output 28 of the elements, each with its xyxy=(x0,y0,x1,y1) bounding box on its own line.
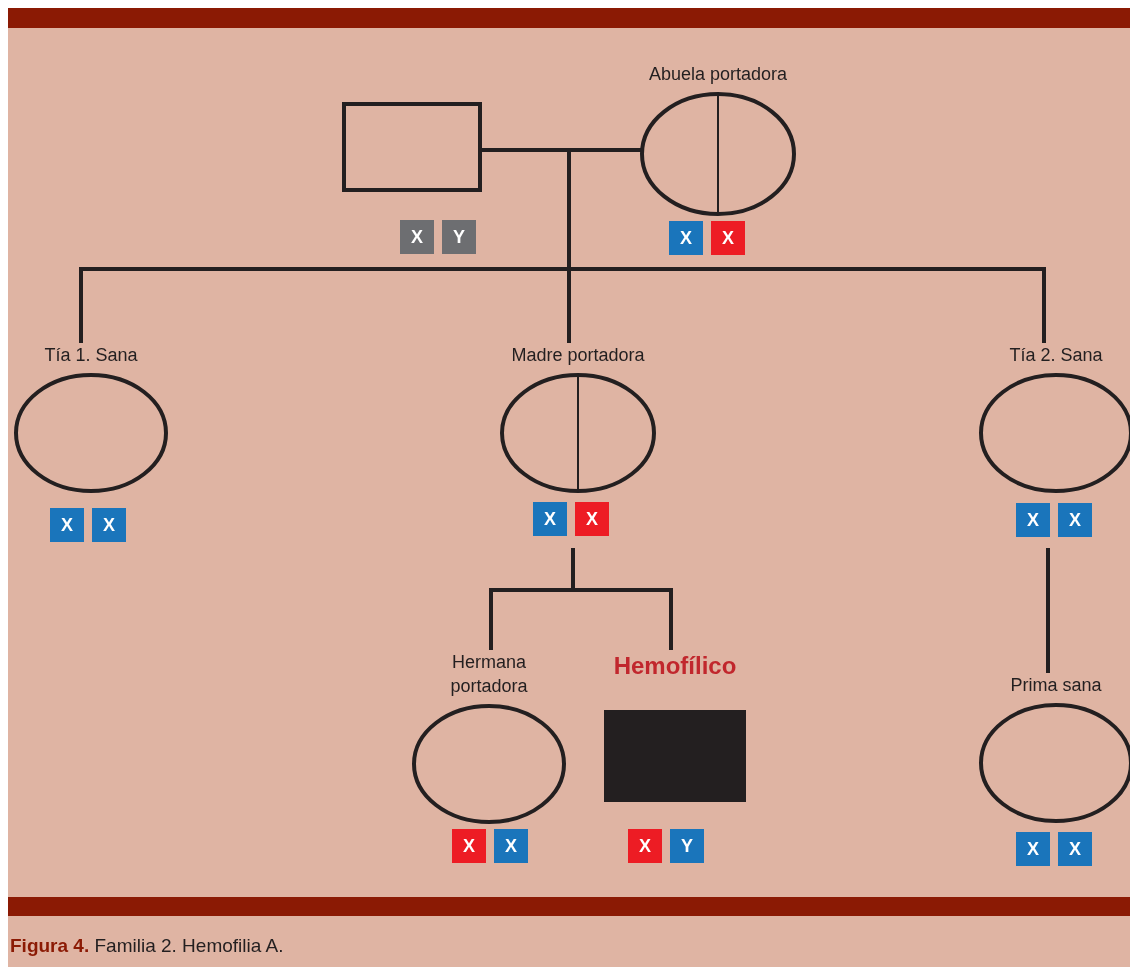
chromosome-tag: X xyxy=(494,829,528,863)
figure-caption: Figura 4. Familia 2. Hemofilia A. xyxy=(10,934,284,958)
person-label: Hermana portadora xyxy=(449,651,529,698)
person-label: Tía 2. Sana xyxy=(1009,344,1103,367)
chromosome-tag: X xyxy=(1016,503,1050,537)
pedigree-line xyxy=(567,148,1046,343)
chromosome-tag: X xyxy=(1058,832,1092,866)
pedigree-line xyxy=(1046,548,1050,673)
chromosome-tag: X xyxy=(628,829,662,863)
person-label: Madre portadora xyxy=(511,344,645,367)
chromosome-tag: X xyxy=(575,502,609,536)
pedigree-line xyxy=(571,548,673,650)
person-label: Abuela portadora xyxy=(648,63,788,86)
chromosome-tag: X xyxy=(533,502,567,536)
chromosome-tag: X xyxy=(50,508,84,542)
chromosome-tag: X xyxy=(1016,832,1050,866)
chromosome-tag: Y xyxy=(670,829,704,863)
chromosome-tag: X xyxy=(452,829,486,863)
person-label: Tía 1. Sana xyxy=(44,344,138,367)
person-label: Prima sana xyxy=(1010,674,1102,697)
chromosome-tag: X xyxy=(92,508,126,542)
male-symbol xyxy=(342,102,482,192)
person-label: Hemofílico xyxy=(613,651,737,681)
chromosome-tag: X xyxy=(711,221,745,255)
chromosome-tag: X xyxy=(669,221,703,255)
chromosome-tag: X xyxy=(400,220,434,254)
chromosome-tag: Y xyxy=(442,220,476,254)
chromosome-tag: X xyxy=(1058,503,1092,537)
